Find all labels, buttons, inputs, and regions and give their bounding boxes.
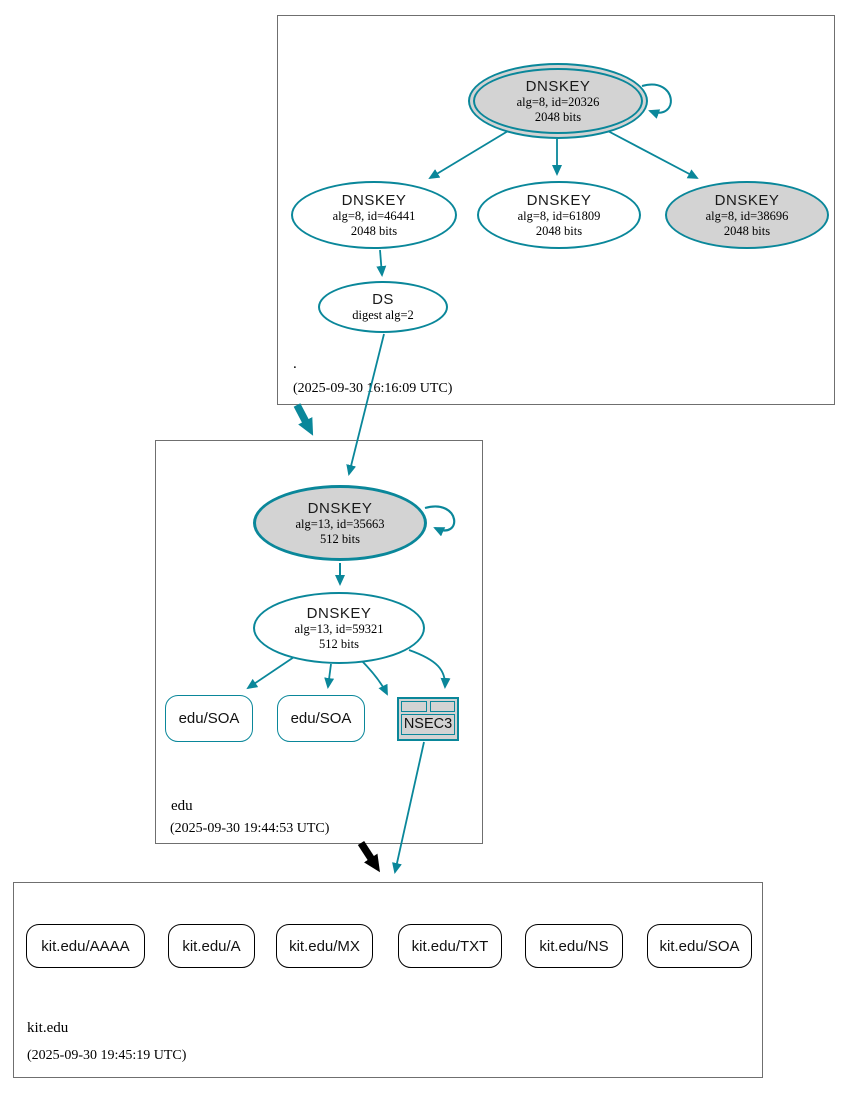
node-edu-soa-1[interactable]: edu/SOA <box>165 695 253 742</box>
zone-timestamp-root: (2025-09-30 16:16:09 UTC) <box>293 381 453 396</box>
node-kit-edu-aaaa[interactable]: kit.edu/AAAA <box>26 924 145 968</box>
node-detail: alg=8, id=20326 <box>516 94 600 109</box>
node-edu-soa-2[interactable]: edu/SOA <box>277 695 365 742</box>
node-title: DNSKEY <box>714 191 780 209</box>
node-title: DS <box>372 291 394 308</box>
node-title: DNSKEY <box>307 499 373 517</box>
node-detail: 2048 bits <box>350 223 398 238</box>
node-edu-dnskey-35663[interactable]: DNSKEY alg=13, id=35663 512 bits <box>253 485 427 561</box>
edge-delegation-root-to-edu <box>293 403 314 436</box>
zone-label-root: . <box>293 356 297 372</box>
node-kit-edu-soa[interactable]: kit.edu/SOA <box>647 924 752 968</box>
nsec3-cells <box>401 701 455 712</box>
rrset-label: kit.edu/NS <box>539 937 609 955</box>
zone-label-kit-edu: kit.edu <box>27 1020 69 1036</box>
node-detail: alg=8, id=61809 <box>517 208 601 223</box>
node-edu-nsec3[interactable]: NSEC3 <box>397 697 459 741</box>
node-edu-dnskey-59321[interactable]: DNSKEY alg=13, id=59321 512 bits <box>253 592 425 664</box>
node-detail: 2048 bits <box>723 223 771 238</box>
node-detail: alg=13, id=59321 <box>294 621 384 636</box>
edge-delegation-edu-to-kit-edu <box>357 840 380 873</box>
zone-label-edu: edu <box>171 798 193 814</box>
rrset-label: kit.edu/TXT <box>411 937 489 955</box>
node-detail: 512 bits <box>319 636 359 651</box>
node-detail: 2048 bits <box>534 109 582 124</box>
node-kit-edu-txt[interactable]: kit.edu/TXT <box>398 924 502 968</box>
rrset-label: kit.edu/A <box>182 937 241 955</box>
rrset-label: kit.edu/SOA <box>659 937 740 955</box>
node-kit-edu-mx[interactable]: kit.edu/MX <box>276 924 373 968</box>
nsec3-cell <box>429 701 455 712</box>
zone-box-root <box>277 15 835 405</box>
node-title: DNSKEY <box>341 191 407 209</box>
node-kit-edu-ns[interactable]: kit.edu/NS <box>525 924 623 968</box>
node-detail: alg=8, id=46441 <box>332 208 416 223</box>
zone-timestamp-kit-edu: (2025-09-30 19:45:19 UTC) <box>27 1048 187 1063</box>
node-title: DNSKEY <box>526 191 592 209</box>
node-detail: digest alg=2 <box>352 308 414 322</box>
node-detail: alg=13, id=35663 <box>295 516 385 531</box>
node-detail: 2048 bits <box>535 223 583 238</box>
nsec3-label: NSEC3 <box>401 714 455 735</box>
node-root-dnskey-38696[interactable]: DNSKEY alg=8, id=38696 2048 bits <box>665 181 829 249</box>
zone-box-kit-edu <box>13 882 763 1078</box>
zone-box-edu <box>155 440 483 844</box>
node-root-dnskey-61809[interactable]: DNSKEY alg=8, id=61809 2048 bits <box>477 181 641 249</box>
rrset-label: edu/SOA <box>290 710 352 727</box>
node-root-ds[interactable]: DS digest alg=2 <box>318 281 448 333</box>
rrset-label: edu/SOA <box>178 710 240 727</box>
node-detail: 512 bits <box>320 531 360 546</box>
node-detail: alg=8, id=38696 <box>705 208 789 223</box>
node-root-dnskey-20326[interactable]: DNSKEY alg=8, id=20326 2048 bits <box>468 63 648 139</box>
node-kit-edu-a[interactable]: kit.edu/A <box>168 924 255 968</box>
node-title: DNSKEY <box>525 77 591 95</box>
rrset-label: kit.edu/MX <box>289 937 360 955</box>
nsec3-cell <box>401 701 427 712</box>
node-title: DNSKEY <box>306 604 372 622</box>
rrset-label: kit.edu/AAAA <box>41 937 130 955</box>
zone-timestamp-edu: (2025-09-30 19:44:53 UTC) <box>170 821 330 836</box>
node-root-dnskey-46441[interactable]: DNSKEY alg=8, id=46441 2048 bits <box>291 181 457 249</box>
